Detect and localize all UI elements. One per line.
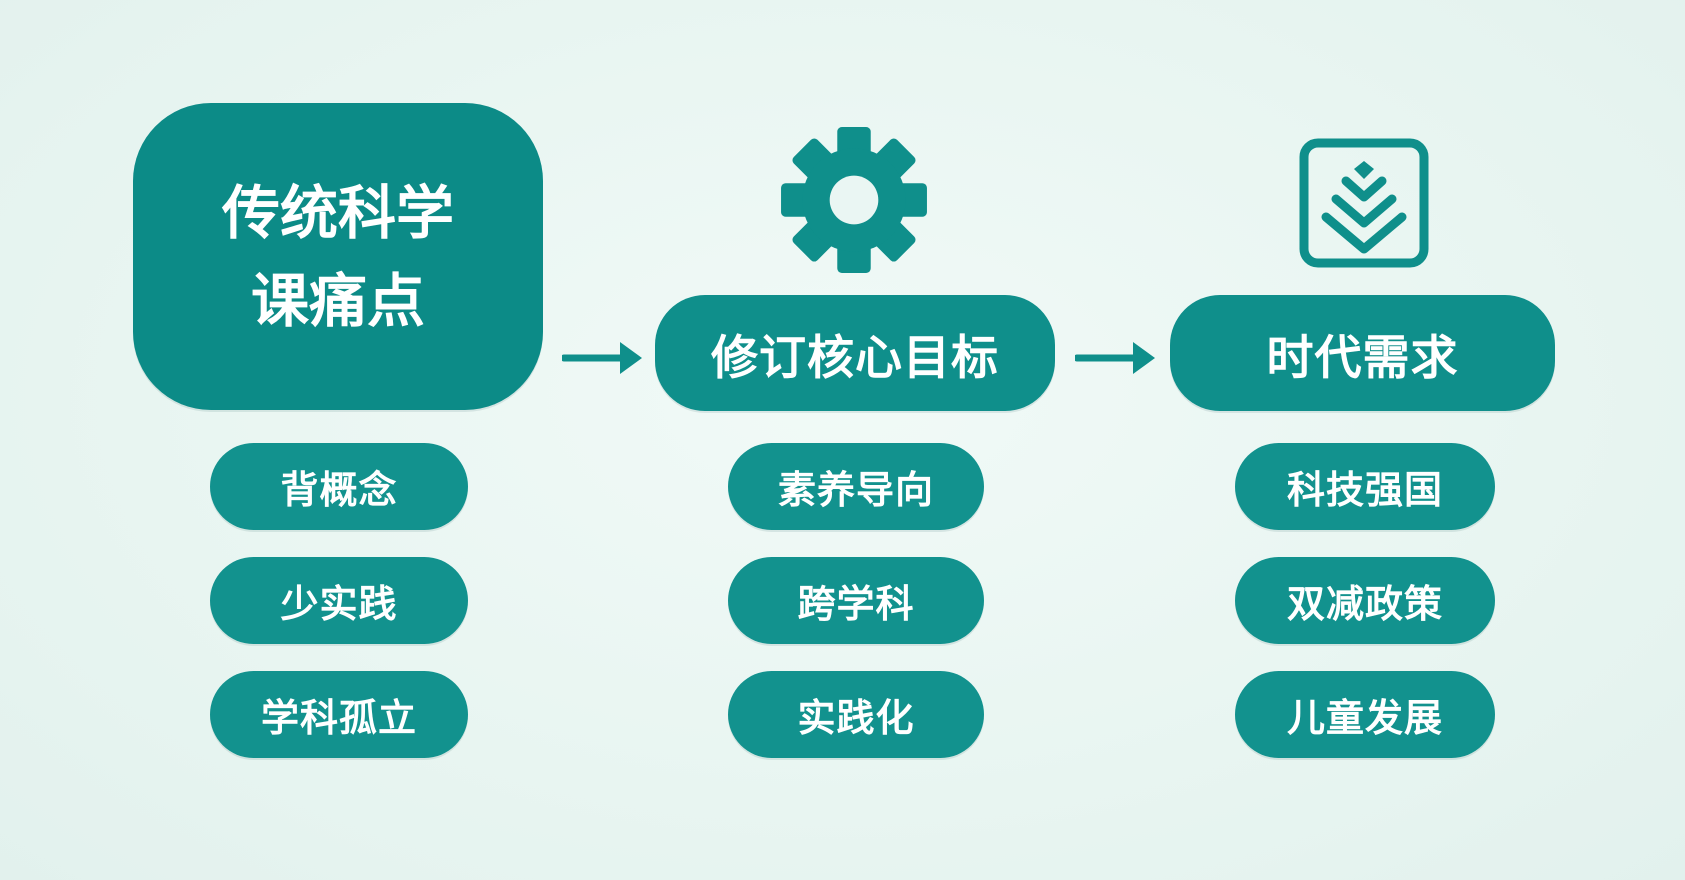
- revision-goal-item: 素养导向: [728, 443, 984, 530]
- era-demand-item: 科技强国: [1235, 443, 1495, 530]
- layered-chevron-badge-icon: [1299, 138, 1429, 268]
- pain-point-item: 背概念: [210, 443, 468, 530]
- era-demands-title: 时代需求: [1170, 295, 1555, 411]
- era-demand-item: 儿童发展: [1235, 671, 1495, 758]
- gear-icon: [781, 127, 927, 273]
- pain-points-title-line-2: 课痛点: [250, 266, 425, 335]
- revision-goal-item: 跨学科: [728, 557, 984, 644]
- right-arrow-icon: [1075, 342, 1155, 374]
- revision-goal-item: 实践化: [728, 671, 984, 758]
- pain-points-title-line-1: 传统科学: [221, 178, 454, 247]
- pain-points-title-box: 传统科学 课痛点: [133, 103, 543, 410]
- pain-point-item: 学科孤立: [210, 671, 468, 758]
- revision-goals-title: 修订核心目标: [655, 295, 1055, 411]
- pain-point-item: 少实践: [210, 557, 468, 644]
- right-arrow-icon: [562, 342, 642, 374]
- era-demand-item: 双减政策: [1235, 557, 1495, 644]
